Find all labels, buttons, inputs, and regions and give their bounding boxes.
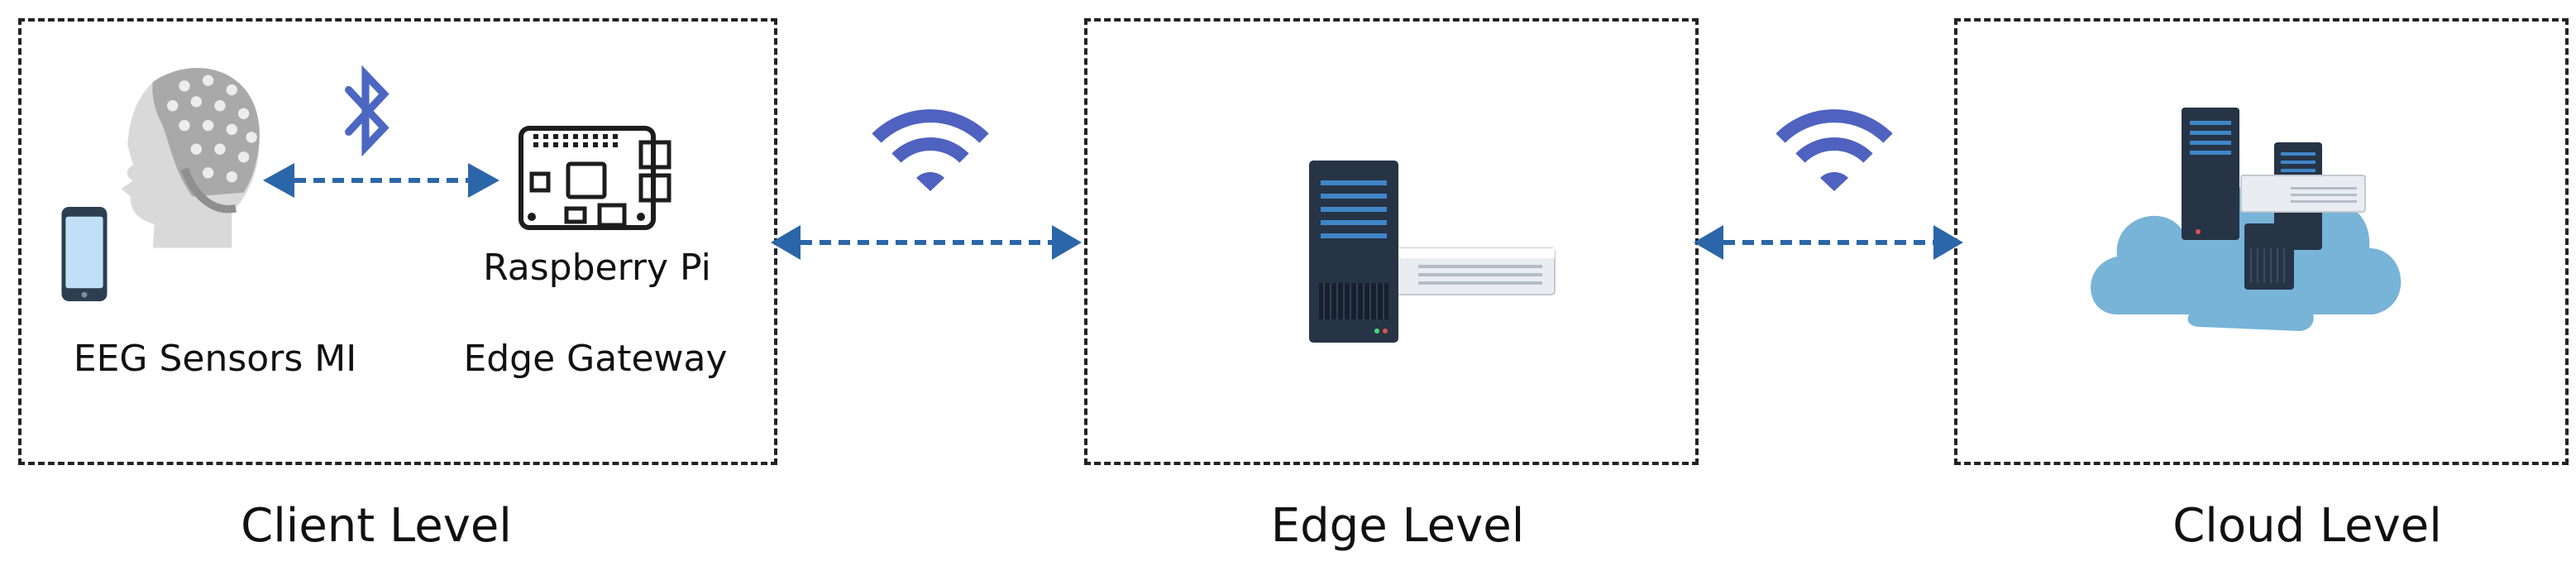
smartphone-icon — [61, 206, 108, 302]
raspberry-pi-icon — [519, 126, 671, 230]
client-level-label: Client Level — [241, 499, 512, 553]
server-icon — [1309, 161, 1556, 343]
wifi-icon — [872, 109, 989, 191]
edge-gateway-label: Edge Gateway — [463, 338, 728, 380]
cloud-level-label: Cloud Level — [2172, 499, 2442, 553]
eeg-headset-icon — [121, 68, 260, 248]
raspberry-pi-label: Raspberry Pi — [483, 247, 711, 289]
bluetooth-icon — [345, 65, 390, 157]
client-edge-connection-arrow — [771, 225, 1082, 260]
edge-cloud-connection-arrow — [1694, 225, 1963, 260]
wifi-icon — [1775, 109, 1893, 191]
cloud-servers-icon — [2091, 108, 2402, 331]
client-connection-arrow — [263, 163, 499, 198]
eeg-sensors-label: EEG Sensors MI — [73, 338, 357, 380]
edge-level-label: Edge Level — [1270, 499, 1525, 553]
